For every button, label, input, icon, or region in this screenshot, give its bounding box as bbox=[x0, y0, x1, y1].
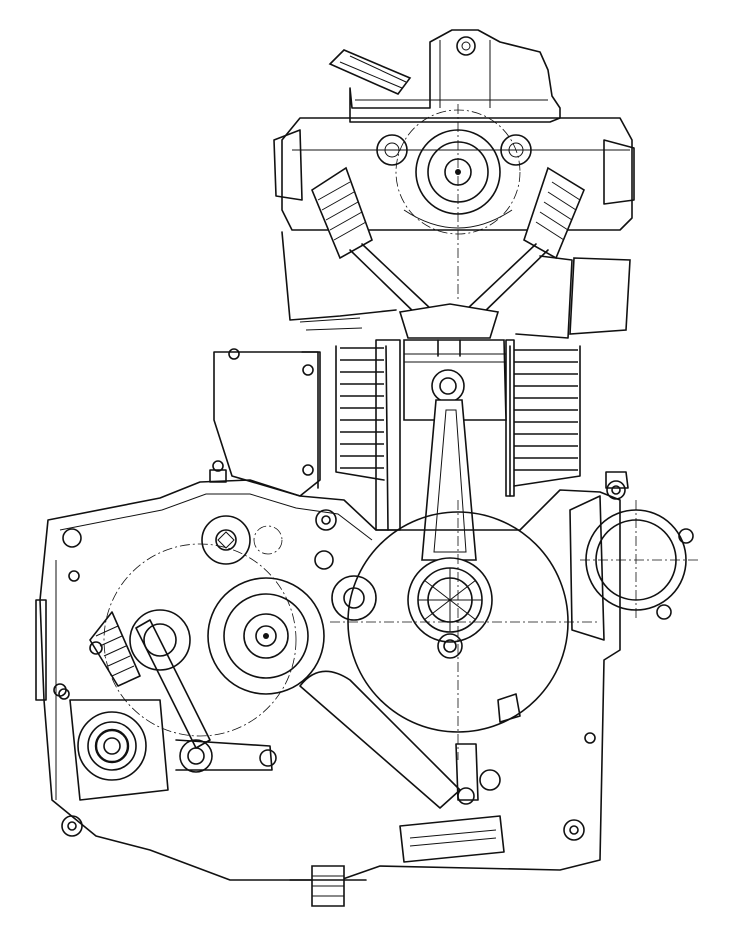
valve-stems bbox=[349, 243, 549, 339]
drain-bolt bbox=[289, 865, 367, 907]
intake-manifold bbox=[213, 348, 321, 497]
crankcase-flywheel bbox=[330, 500, 600, 760]
crankcase-bolts bbox=[58, 460, 227, 700]
exhaust-valve-spring bbox=[523, 166, 585, 260]
idler-gear bbox=[314, 509, 377, 621]
connecting-rod bbox=[421, 399, 477, 561]
countershaft-sprocket bbox=[69, 699, 169, 801]
clutch-shaft bbox=[201, 515, 283, 565]
intake-port bbox=[281, 231, 397, 331]
oil-filter-cover bbox=[569, 471, 700, 641]
crankcase bbox=[35, 479, 621, 881]
intake-valve-spring bbox=[311, 166, 373, 260]
crankshaft-big-end bbox=[407, 557, 493, 659]
spark-plug-cap bbox=[328, 49, 412, 95]
exhaust-port bbox=[515, 255, 631, 339]
transmission-gear-left bbox=[103, 543, 297, 737]
shift-lever-arm bbox=[135, 619, 461, 809]
cylinder-head-cover bbox=[349, 29, 561, 123]
transmission-gear-large bbox=[207, 577, 325, 695]
oil-pump bbox=[399, 693, 521, 863]
cylinder-head bbox=[273, 104, 635, 300]
kickstart-spring bbox=[89, 611, 141, 687]
